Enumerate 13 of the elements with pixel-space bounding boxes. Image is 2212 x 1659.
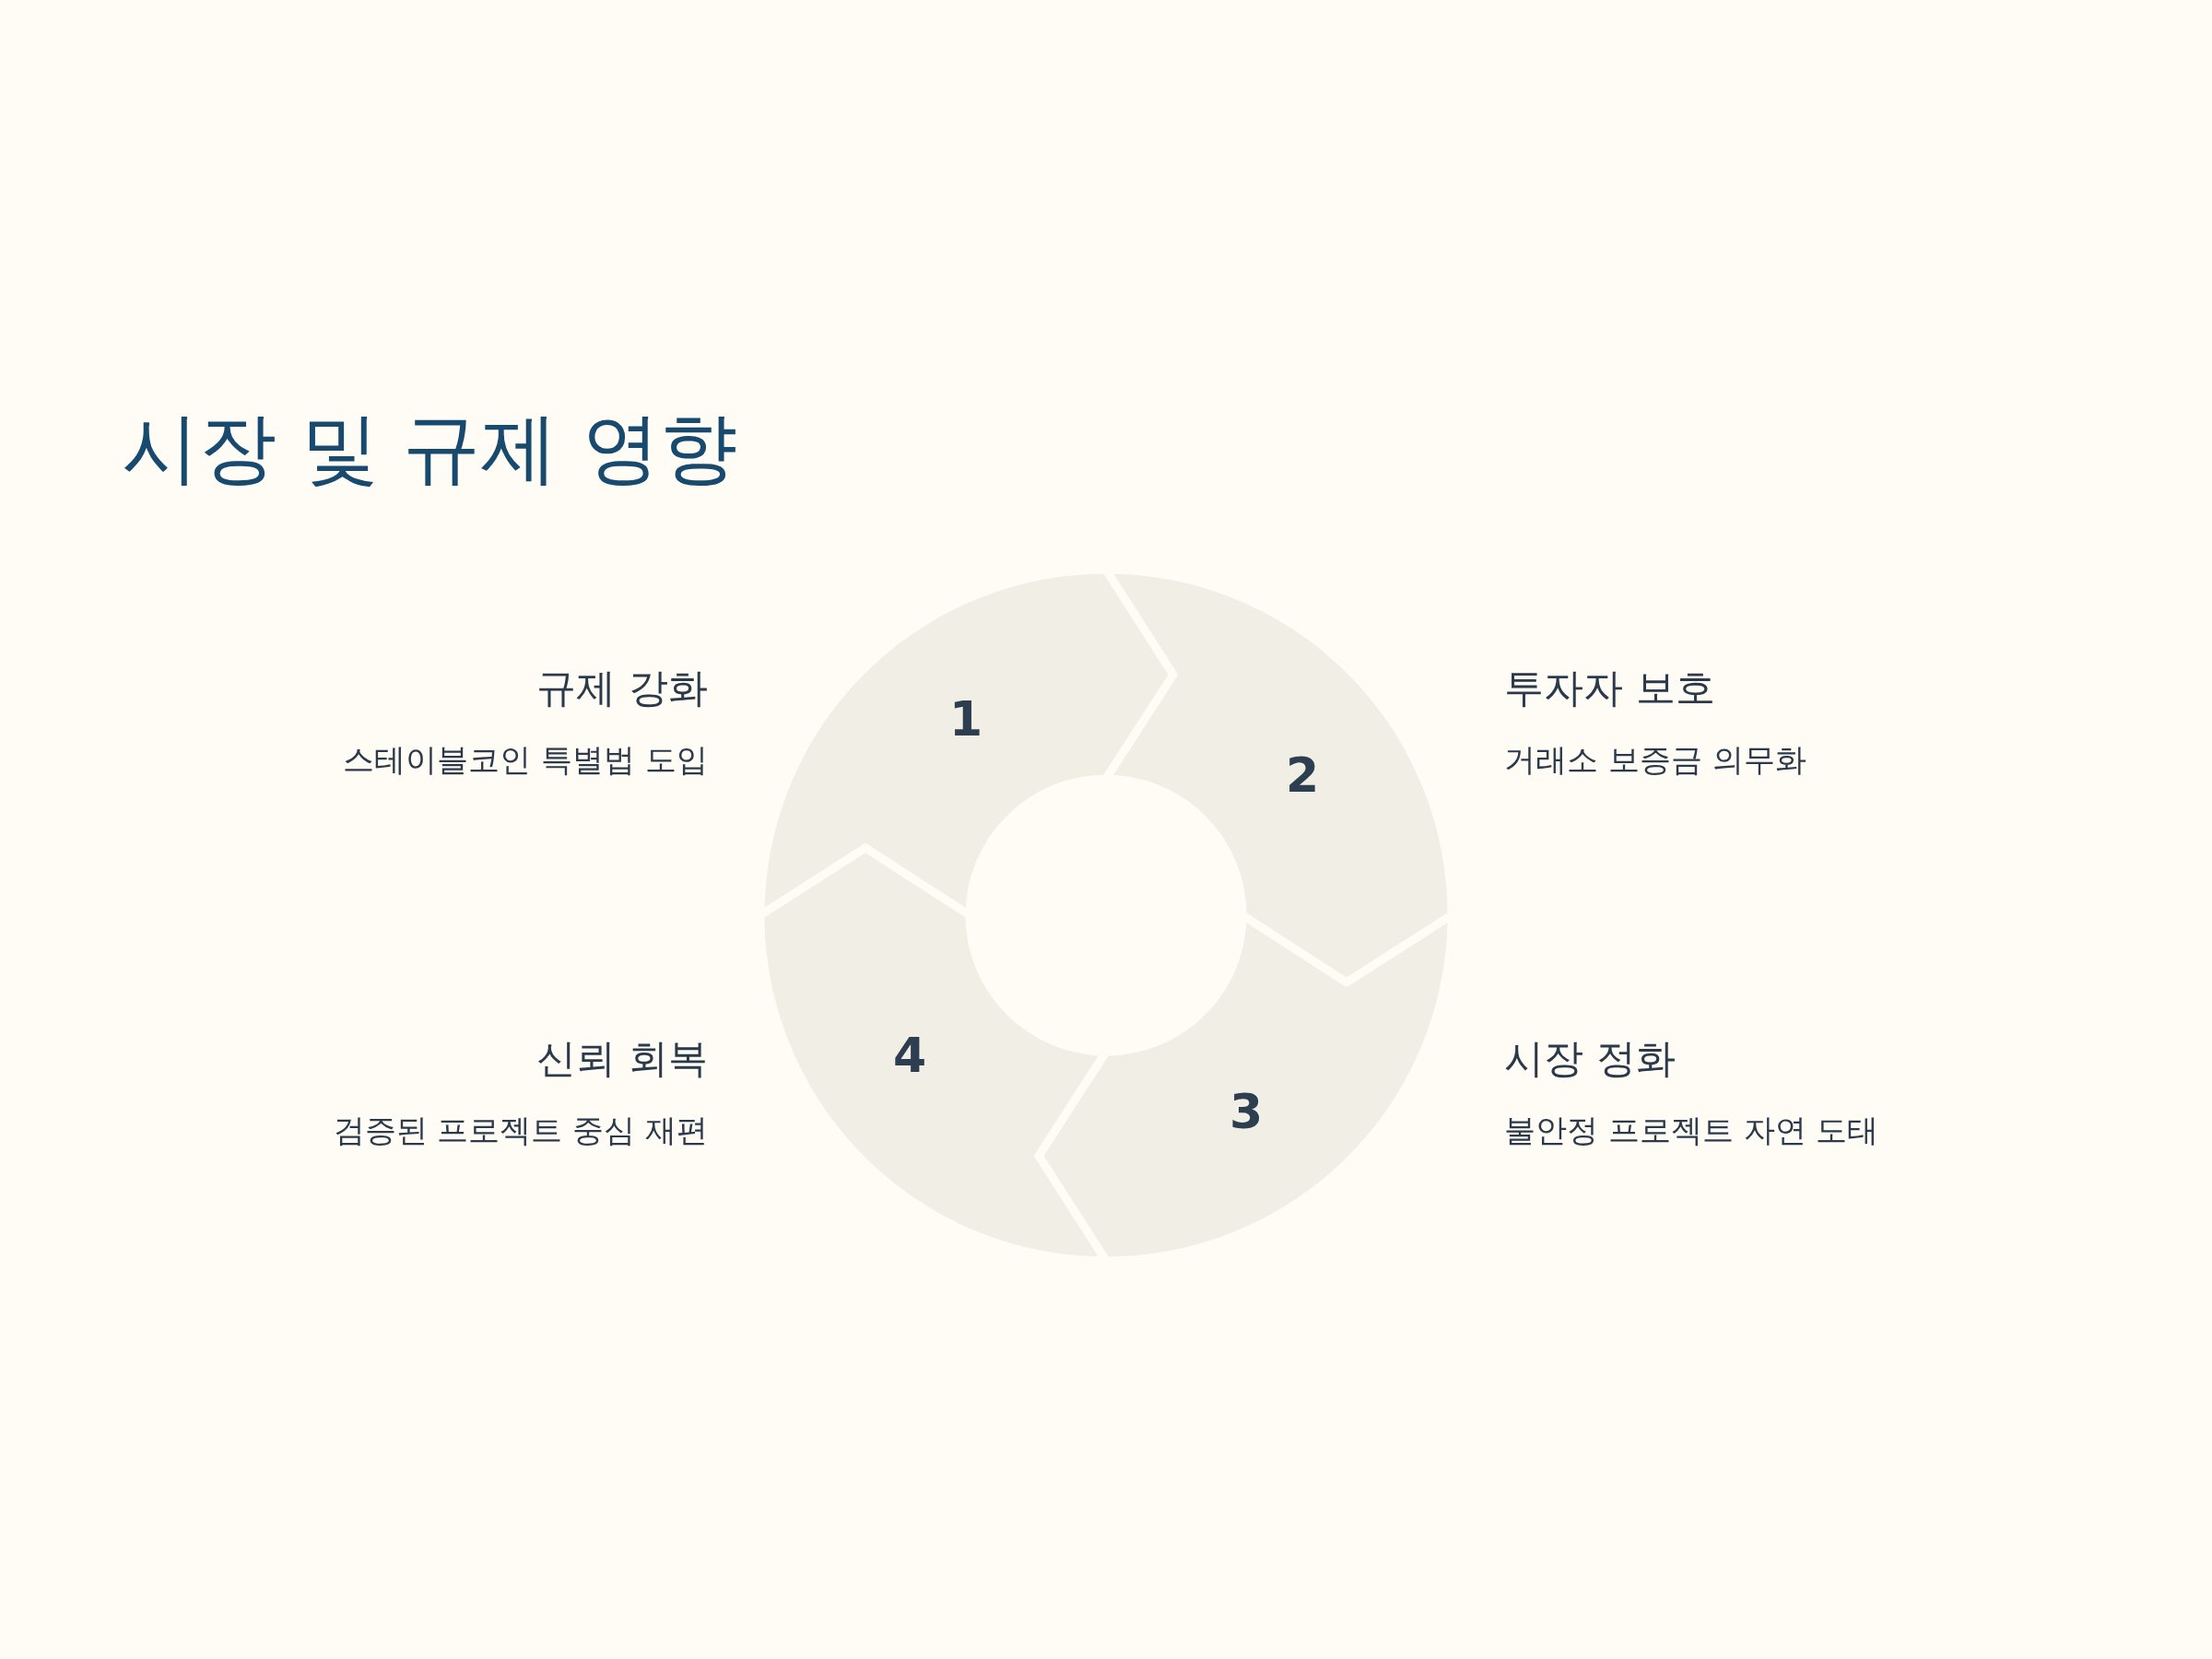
step-description: 스테이블코인 특별법 도입 (343, 740, 708, 780)
step-number: 1 (948, 691, 983, 747)
step-heading: 신뢰 회복 (536, 1034, 708, 1083)
step-number: 2 (1285, 747, 1320, 803)
step-heading: 시장 정화 (1504, 1034, 1676, 1083)
step-number: 3 (1229, 1084, 1264, 1139)
step-heading: 규제 강화 (536, 664, 708, 712)
step-heading: 투자자 보호 (1504, 664, 1715, 712)
step-number: 4 (892, 1028, 927, 1083)
step-description: 거래소 보증금 의무화 (1504, 740, 1806, 780)
step-description: 검증된 프로젝트 중심 재편 (333, 1111, 708, 1150)
step-description: 불안정 프로젝트 자연 도태 (1504, 1111, 1879, 1150)
title: 시장 및 규제 영향 (122, 402, 738, 495)
